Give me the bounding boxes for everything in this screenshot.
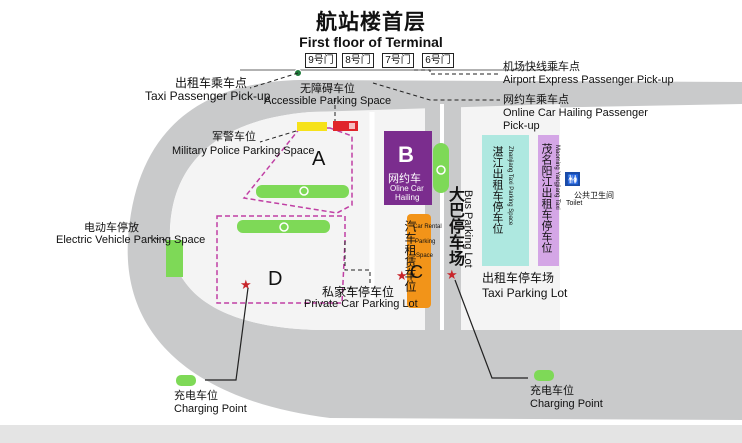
zone-d-label: D — [268, 268, 283, 290]
ev-parking-area — [166, 240, 183, 277]
accessible-parking-en: Accessible Parking Space — [264, 95, 392, 107]
maoming-taxi-cn: 茂名阳江出租车停车位 — [540, 143, 552, 253]
zhanjiang-taxi-en: Zhanjiang Taxi Parking Space — [507, 146, 513, 226]
toilet-en: Toilet — [566, 200, 583, 207]
military-parking-en: Military Police Parking Space — [172, 145, 315, 157]
ring-road — [127, 80, 742, 420]
maoming-taxi-lot — [538, 135, 559, 266]
taxi-pickup-en: Taxi Passenger Pick-up — [145, 89, 271, 103]
car-rental-lot — [407, 214, 431, 308]
page-title: 航站楼首层 — [316, 11, 426, 34]
ev-parking-en: Electric Vehicle Parking Space — [56, 234, 206, 246]
charging-bar-a — [256, 185, 349, 198]
zone-a-label: A — [312, 148, 326, 170]
zone-b-label: B — [398, 142, 414, 167]
star-icon: ★ — [396, 268, 408, 283]
taxi-lot-cn: 出租车停车场 — [482, 271, 555, 285]
toilet-cn: 公共卫生间 — [574, 191, 614, 200]
private-parking-en: Private Car Parking Lot — [304, 298, 418, 310]
airport-express-cn: 机场快线乘车点 — [503, 61, 580, 73]
charging-left-cn: 充电车位 — [174, 390, 218, 402]
car-rental-en2: Parking — [415, 239, 436, 245]
charging-right-en: Charging Point — [530, 398, 603, 410]
charging-right-cn: 充电车位 — [530, 385, 574, 397]
star-icon: ★ — [446, 267, 458, 282]
online-pickup-en: Online Car Hailing Passenger — [503, 107, 648, 119]
svg-text:🚻: 🚻 — [567, 173, 579, 186]
online-lot-en2: Hailing — [395, 193, 420, 202]
online-pickup-cn: 网约车乘车点 — [503, 94, 569, 106]
charging-left-en: Charging Point — [174, 403, 247, 415]
gate-7: 7号门 — [382, 53, 414, 68]
car-rental-en3: Space — [416, 253, 434, 259]
taxi-pickup-cn: 出租车乘车点 — [175, 76, 248, 90]
zone-d-outline — [216, 215, 346, 304]
military-parking-cn: 军警车位 — [212, 131, 256, 143]
charging-icon — [176, 375, 196, 386]
star-icon: ★ — [240, 277, 252, 292]
accessible-parking-cn: 无障碍车位 — [300, 83, 355, 95]
private-parking-cn: 私家车停车位 — [322, 285, 395, 299]
toilet-icon — [565, 172, 580, 186]
airport-express-en: Airport Express Passenger Pick-up — [503, 74, 674, 86]
parking-lot-area — [169, 104, 560, 330]
online-lot-en1: Oline Car — [390, 184, 424, 193]
page-subtitle: First floor of Terminal — [299, 34, 443, 50]
charging-icon — [534, 370, 554, 381]
online-lot-cn: 网约车 — [388, 173, 421, 185]
bus-lot-cn: 大巴停车场 — [446, 186, 463, 266]
charging-bar-d — [237, 220, 330, 233]
zhanjiang-taxi-cn: 湛江出租车停车位 — [491, 146, 503, 234]
maoming-taxi-en: Maoming Yangjiang Taxi — [554, 145, 560, 210]
taxi-lot-en: Taxi Parking Lot — [482, 286, 568, 300]
ev-parking-cn: 电动车停放 — [84, 222, 139, 234]
zone-c-label: C — [410, 262, 423, 282]
gate-9: 9号门 — [305, 53, 337, 68]
bus-lot-en: Bus Parking Lot — [462, 190, 474, 268]
car-rental-cn: 汽车租赁车位 — [403, 220, 417, 292]
gate-8: 8号门 — [342, 53, 374, 68]
online-car-lot — [384, 131, 432, 205]
car-rental-en1: Car Rental — [413, 224, 442, 230]
military-parking-spot — [297, 122, 327, 131]
accessible-parking-spot — [333, 121, 358, 131]
online-pickup-en2: Pick-up — [503, 120, 540, 132]
charging-bar-bus — [433, 143, 449, 193]
zhanjiang-taxi-lot — [482, 135, 529, 266]
gate-6: 6号门 — [422, 53, 454, 68]
